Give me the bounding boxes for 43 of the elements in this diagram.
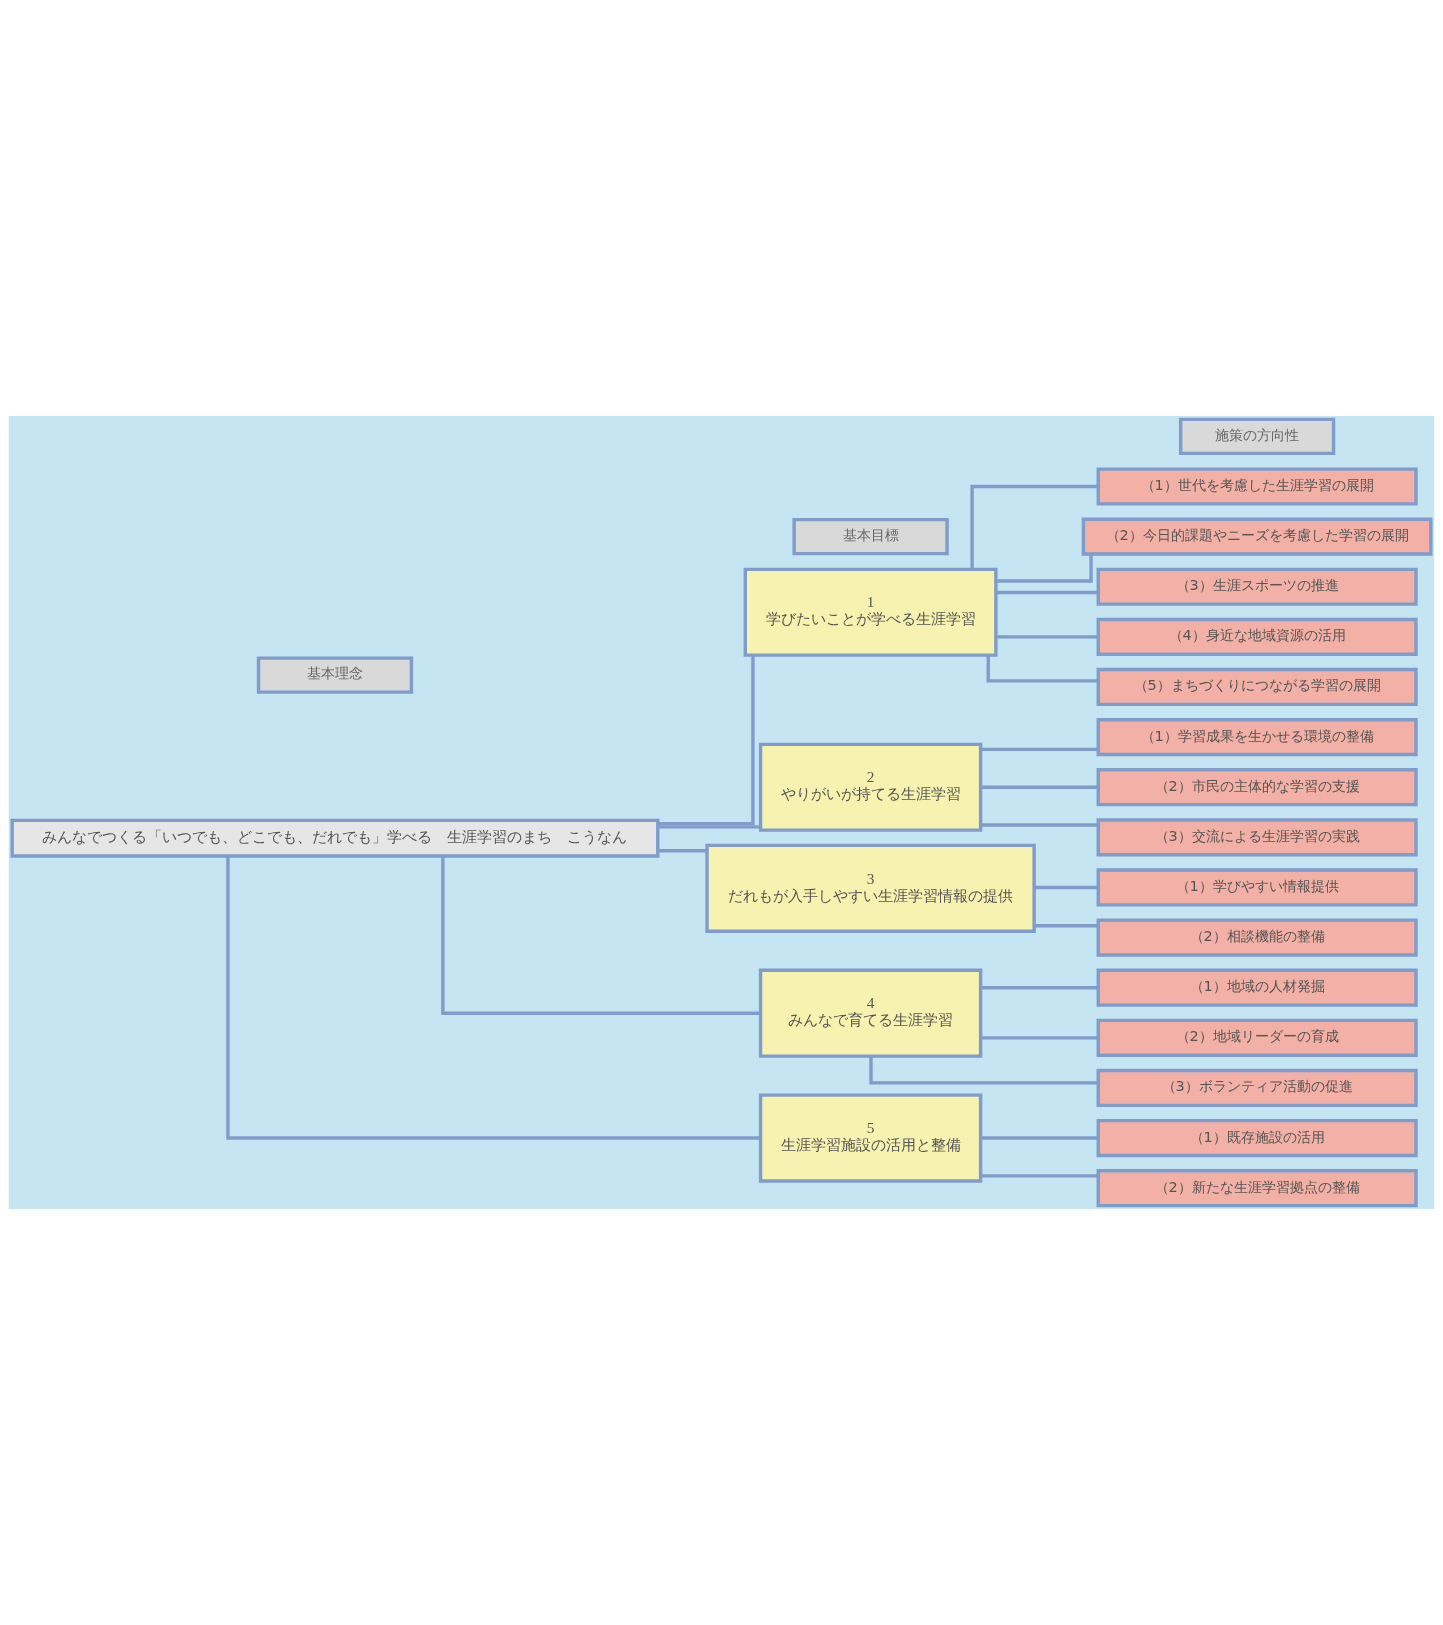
connector [980, 1036, 1099, 1040]
node-box: 基本目標 [792, 517, 949, 556]
connector [980, 1136, 1099, 1140]
node-box: 施策の方向性 [1178, 417, 1336, 456]
connector [995, 554, 1093, 583]
node-box: （4）身近な地域資源の活用 [1096, 617, 1418, 656]
node-box: （2）相談機能の整備 [1096, 918, 1418, 957]
node-box: （5）まちづくりにつながる学習の展開 [1096, 667, 1418, 707]
connector [980, 823, 1099, 827]
node-box: （1）既存施設の活用 [1096, 1118, 1418, 1158]
node-box: （2）新たな生涯学習拠点の整備 [1096, 1169, 1418, 1208]
node-box: 1 学びたいことが学べる生涯学習 [743, 567, 998, 657]
connector [986, 655, 1098, 683]
node-box: （2）今日的課題やニーズを考慮した学習の展開 [1081, 517, 1433, 556]
node-box: 基本理念 [256, 656, 414, 694]
node-box: 4 みんなで育てる生涯学習 [758, 968, 983, 1058]
connector [658, 825, 761, 829]
node-box: （1）世代を考慮した生涯学習の展開 [1096, 467, 1418, 506]
connector [996, 590, 1098, 595]
node-box: （2）地域リーダーの育成 [1096, 1018, 1418, 1057]
connector [970, 484, 1098, 570]
connector [226, 856, 761, 1140]
connector [996, 635, 1098, 639]
node-box: 5 生涯学習施設の活用と整備 [758, 1093, 983, 1183]
node-box: （1）地域の人材発掘 [1096, 968, 1418, 1007]
node-box: 2 やりがいが持てる生涯学習 [758, 742, 983, 832]
connector [658, 849, 707, 853]
connector [980, 785, 1099, 789]
node-box: （3）生涯スポーツの推進 [1096, 567, 1418, 606]
node-box: 3 だれもが入手しやすい生涯学習情報の提供 [705, 843, 1036, 933]
connector [1034, 924, 1098, 928]
connector [657, 655, 755, 826]
node-box: （1）学びやすい情報提供 [1096, 868, 1418, 907]
connector [980, 1174, 1099, 1178]
node-box: （2）市民の主体的な学習の支援 [1096, 768, 1418, 807]
node-box: （3）ボランティア活動の促進 [1096, 1068, 1418, 1108]
connector [980, 986, 1099, 990]
connector [1034, 885, 1098, 890]
node-box: みんなでつくる「いつでも、どこでも、だれでも」学べる 生涯学習のまち こうなん [10, 818, 660, 858]
connector [441, 856, 761, 1015]
node-box: （1）学習成果を生かせる環境の整備 [1096, 718, 1418, 757]
node-box: （3）交流による生涯学習の実践 [1096, 818, 1418, 857]
connector [980, 747, 1099, 752]
